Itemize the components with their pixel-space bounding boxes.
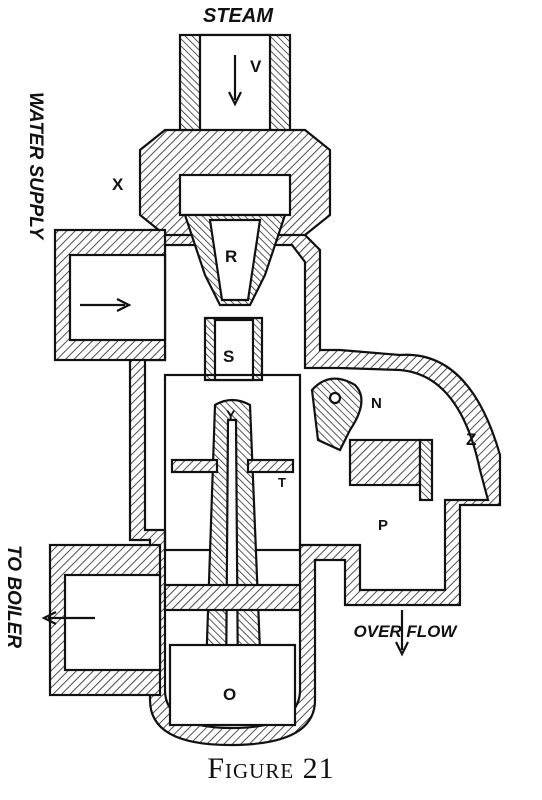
label-over-flow: OVER FLOW: [354, 622, 459, 641]
tube-s-bore: [213, 318, 255, 382]
lever-pivot: [328, 391, 342, 405]
label-steam: STEAM: [203, 5, 274, 27]
flange-t-right: [246, 458, 295, 474]
label-to-boiler: TO BOILER: [3, 545, 24, 648]
flange-t-left: [170, 458, 219, 474]
boiler-arrowhead: [41, 611, 57, 625]
overflow-arrowhead: [395, 641, 409, 657]
label-v: V: [250, 57, 262, 76]
water-arrowhead: [116, 298, 132, 312]
label-x: X: [112, 175, 124, 194]
figure-caption: Figure 21: [207, 752, 335, 785]
lower-collar: [163, 583, 302, 612]
overflow-valve-lever-n: [310, 377, 363, 452]
label-t: T: [278, 475, 286, 490]
water-inlet-bore: [68, 253, 167, 342]
label-n: N: [371, 395, 382, 412]
chamber-o: [168, 643, 297, 727]
gland-bore: [178, 173, 292, 217]
label-s: S: [223, 347, 234, 366]
label-p: P: [378, 517, 388, 534]
label-z: Z: [466, 430, 476, 449]
label-o: O: [223, 685, 236, 704]
nozzle-r-bore: [208, 218, 262, 302]
boiler-outlet-bore: [63, 573, 162, 672]
label-r: R: [225, 247, 237, 266]
overflow-valve-p: [348, 438, 422, 487]
label-y: Y: [226, 407, 236, 423]
steam-arrowhead: [228, 91, 242, 107]
overflow-seat: [418, 438, 434, 502]
label-water-supply: WATER SUPPLY: [25, 92, 46, 241]
